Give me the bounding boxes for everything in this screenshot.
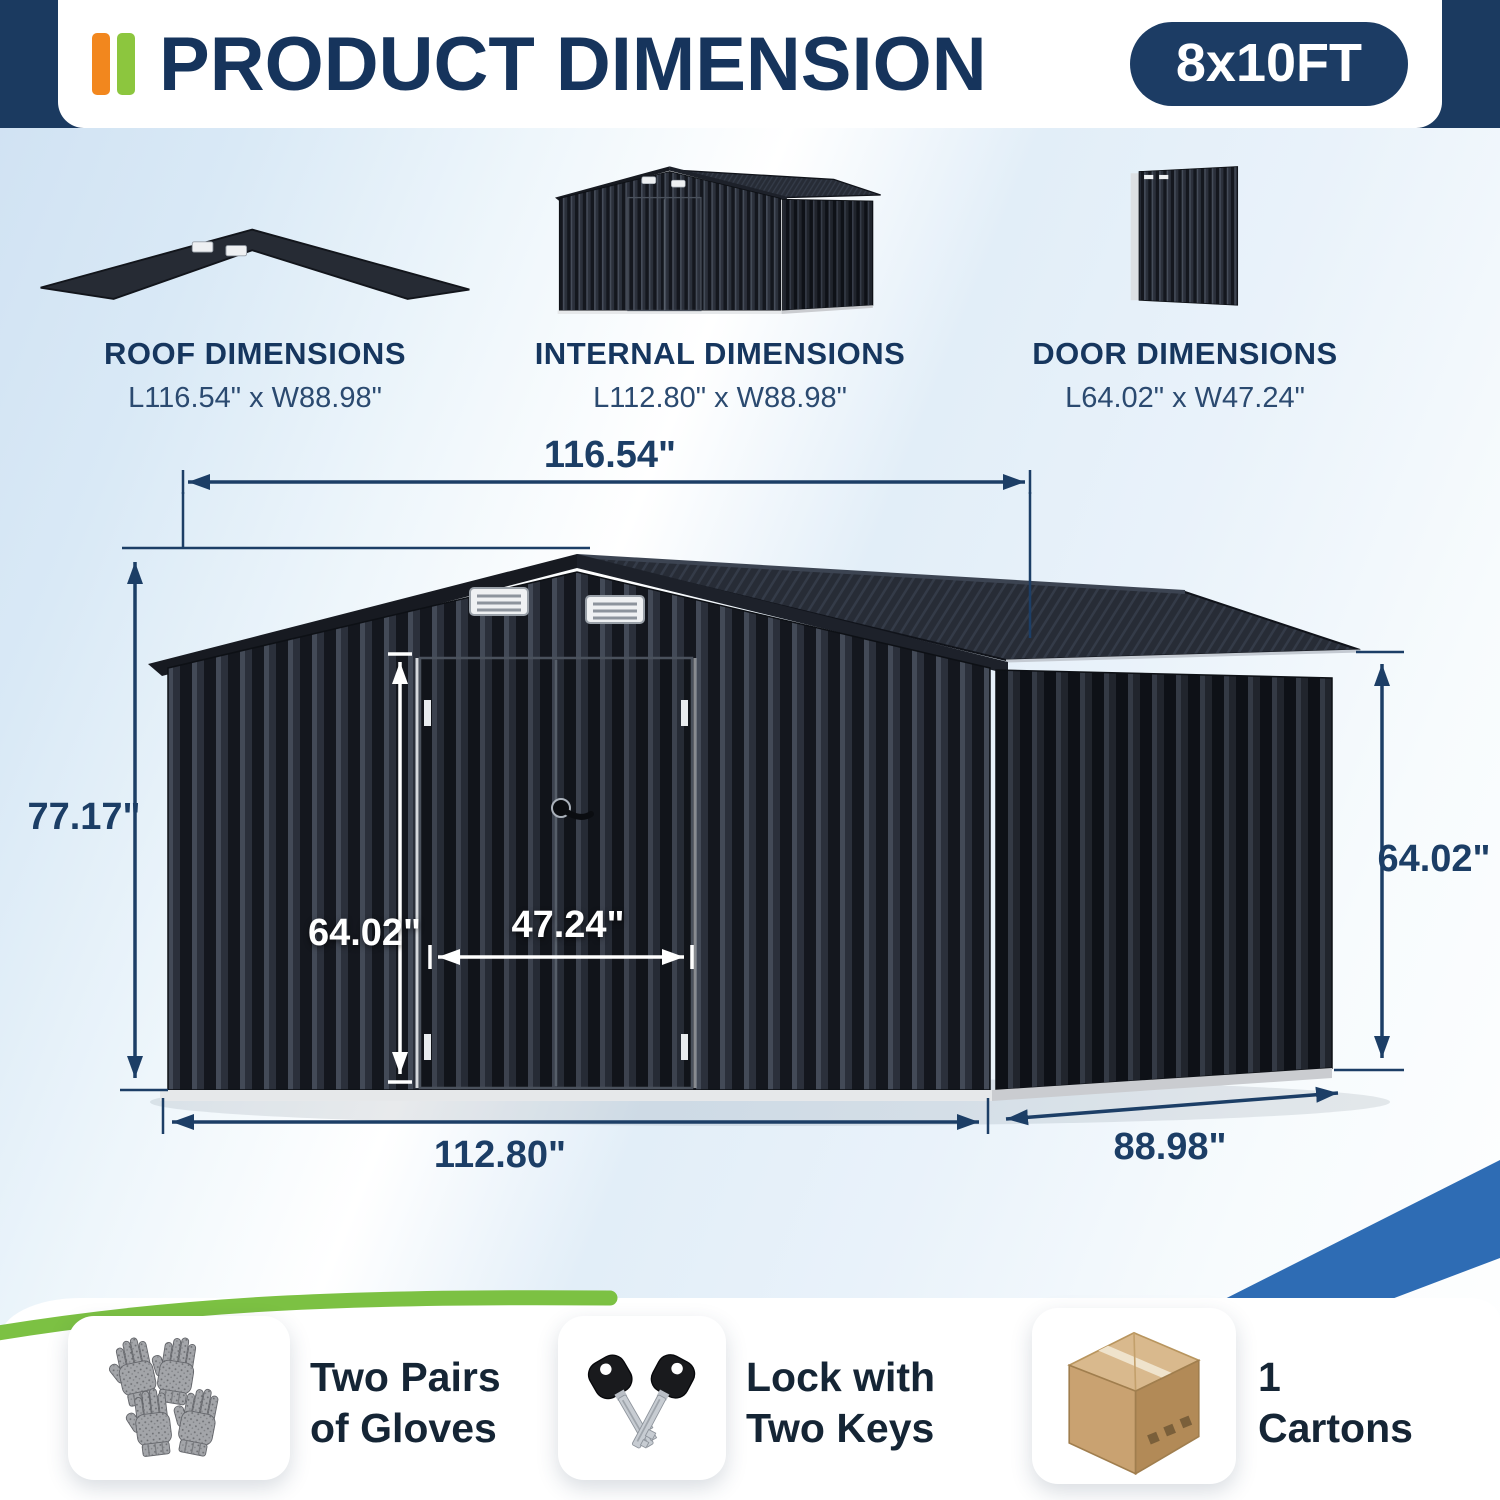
gloves-card bbox=[68, 1316, 290, 1480]
thumbnail-roof: ROOF DIMENSIONS L116.54" x W88.98" bbox=[30, 148, 480, 415]
title-accent-icon bbox=[92, 32, 135, 96]
dimension-label-wall-height: 64.02" bbox=[1377, 838, 1491, 880]
dimension-label-depth: 88.98" bbox=[1113, 1126, 1227, 1168]
gloves-image bbox=[101, 1332, 222, 1460]
keys-image bbox=[582, 1349, 701, 1457]
carton-label: 1 Cartons bbox=[1258, 1354, 1413, 1452]
header: PRODUCT DIMENSION 8x10FT bbox=[58, 0, 1442, 128]
shed-mini-image bbox=[555, 166, 881, 314]
size-badge: 8x10FT bbox=[1129, 22, 1408, 106]
dimension-label-internal-length: 112.80" bbox=[433, 1134, 567, 1176]
page-title: PRODUCT DIMENSION bbox=[159, 21, 987, 107]
thumbnail-dimensions: L116.54" x W88.98" bbox=[128, 382, 382, 414]
door-thumbnail-image bbox=[975, 148, 1395, 320]
thumbnail-door: DOOR DIMENSIONS L64.02" x W47.24" bbox=[975, 148, 1395, 415]
thumbnail-dimensions: L64.02" x W47.24" bbox=[1065, 382, 1305, 414]
thumbnail-label: ROOF DIMENSIONS bbox=[103, 336, 406, 371]
door-image bbox=[1130, 166, 1239, 306]
thumbnail-label: DOOR DIMENSIONS bbox=[1032, 336, 1338, 371]
thumbnail-dimensions: L112.80" x W88.98" bbox=[593, 382, 847, 414]
keys-card bbox=[558, 1316, 726, 1480]
carton-box-image bbox=[1067, 1331, 1201, 1476]
dimension-label-door-height: 64.02" bbox=[307, 912, 422, 954]
internal-thumbnail-image bbox=[505, 148, 935, 320]
gloves-label: Two Pairs of Gloves bbox=[310, 1354, 501, 1452]
dimension-label-door-width: 47.24" bbox=[511, 904, 625, 946]
accent-bar-orange bbox=[92, 33, 110, 95]
roof-thumbnail-image bbox=[30, 148, 480, 320]
accent-bar-green bbox=[117, 33, 135, 95]
dimension-label-roof-length: 116.54" bbox=[543, 434, 677, 476]
roof-image bbox=[40, 228, 470, 300]
thumbnail-label: INTERNAL DIMENSIONS bbox=[534, 336, 906, 371]
keys-label: Lock with Two Keys bbox=[746, 1354, 936, 1452]
dimension-label-overall-height: 77.17" bbox=[27, 796, 141, 838]
carton-card bbox=[1032, 1308, 1236, 1484]
thumbnail-internal: INTERNAL DIMENSIONS L112.80" x W88.98" bbox=[505, 148, 935, 415]
